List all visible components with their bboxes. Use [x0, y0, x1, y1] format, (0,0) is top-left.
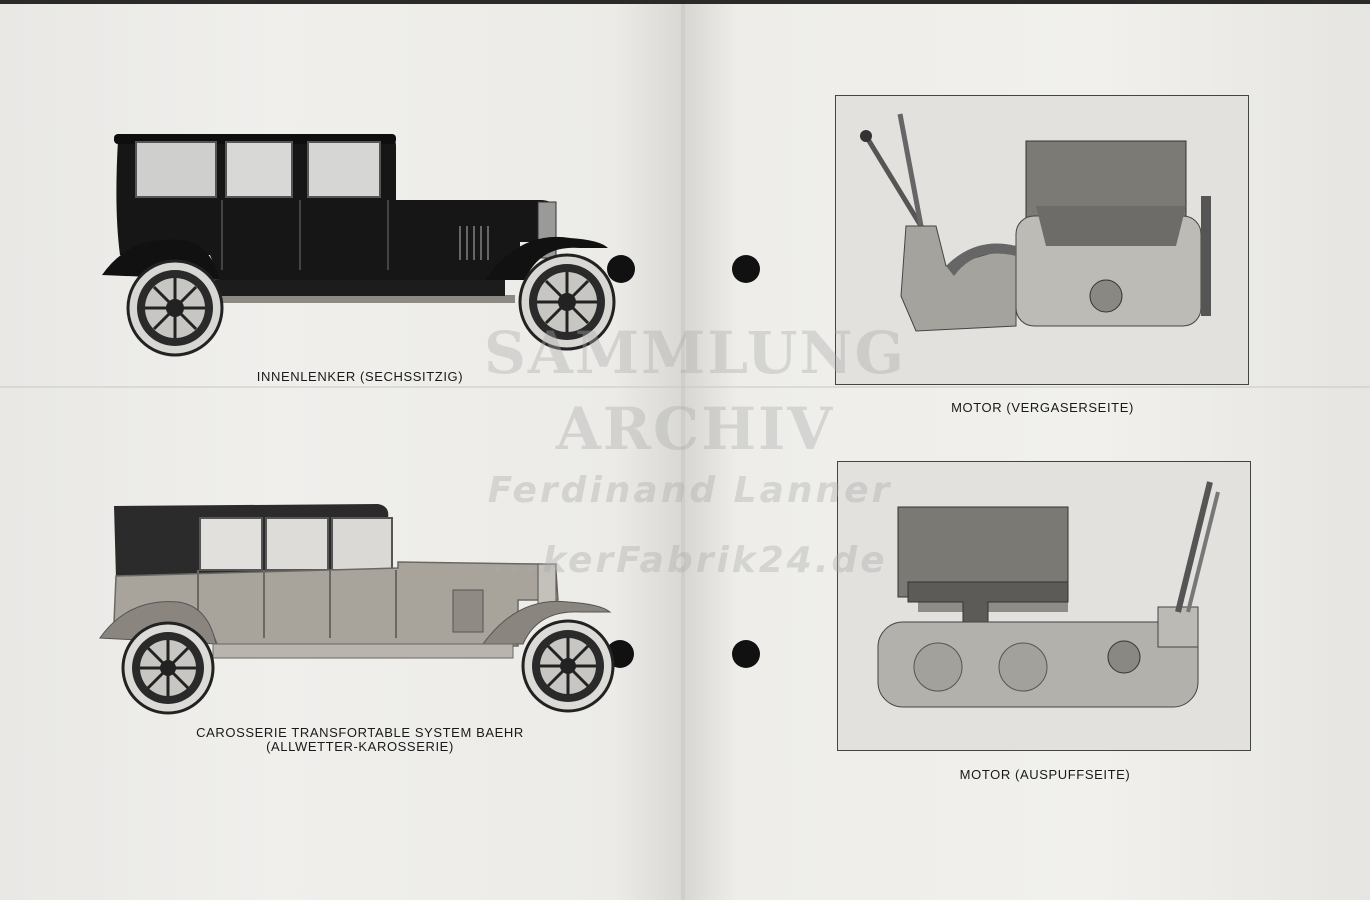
limousine-image — [102, 134, 616, 357]
punch-hole — [607, 255, 635, 283]
punch-hole — [732, 640, 760, 668]
engine-photo-carburetor-side — [835, 95, 1249, 385]
center-fold — [681, 4, 685, 900]
engine-illustration — [836, 96, 1248, 384]
scan-top-edge — [0, 0, 1370, 4]
convertible-image — [99, 504, 615, 715]
punch-hole — [732, 255, 760, 283]
caption-limousine: INNENLENKER (SECHSSITZIG) — [256, 369, 464, 384]
caption-convertible: CAROSSERIE TRANSFORTABLE SYSTEM BAEHR (A… — [196, 725, 524, 754]
engine-illustration — [838, 462, 1250, 750]
caption-engine-exhaust: MOTOR (AUSPUFFSEITE) — [959, 767, 1131, 782]
horizontal-fold — [0, 386, 1370, 388]
engine-photo-exhaust-side — [837, 461, 1251, 751]
caption-engine-carburetor: MOTOR (VERGASERSEITE) — [951, 400, 1134, 415]
